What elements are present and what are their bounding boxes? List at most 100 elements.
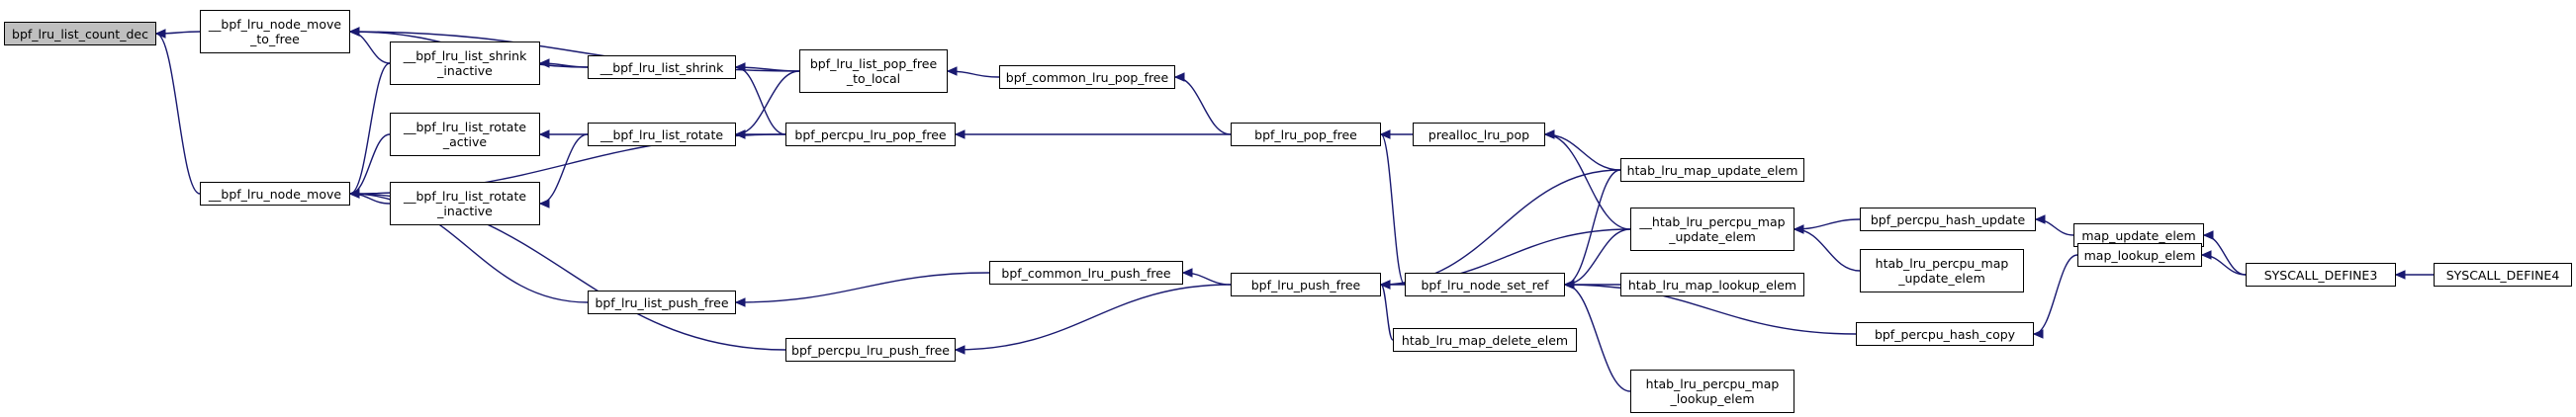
call-edge xyxy=(1380,284,1394,341)
graph-node-map-lookup[interactable]: map_lookup_elem xyxy=(2077,243,2202,267)
graph-node-pop-free[interactable]: bpf_lru_pop_free xyxy=(1231,123,1381,146)
node-label-line: __bpf_lru_list_shrink xyxy=(403,48,527,63)
graph-node-percpu-update2[interactable]: htab_lru_percpu_map_update_elem xyxy=(1860,249,2024,292)
arrowhead xyxy=(1181,268,1193,278)
graph-node-hash-update[interactable]: bpf_percpu_hash_update xyxy=(1860,208,2036,231)
node-label-line: bpf_lru_list_pop_free xyxy=(809,56,938,71)
node-label-line: bpf_percpu_hash_update xyxy=(1870,211,2026,227)
arrowhead xyxy=(2032,329,2044,339)
graph-node-htab-update[interactable]: htab_lru_map_update_elem xyxy=(1620,158,1804,182)
call-edge xyxy=(349,193,589,303)
graph-node-shrink-inactive[interactable]: __bpf_lru_list_shrink_inactive xyxy=(390,42,540,85)
arrowhead xyxy=(1793,224,1804,234)
node-label-line: map_update_elem xyxy=(2081,227,2196,243)
arrowhead xyxy=(954,345,966,355)
graph-node-list-rotate[interactable]: __bpf_lru_list_rotate xyxy=(588,123,736,146)
graph-node-htab-percpu-update[interactable]: __htab_lru_percpu_map_update_elem xyxy=(1630,208,1794,251)
arrowhead xyxy=(538,199,550,208)
arrowhead xyxy=(538,129,550,139)
node-label-line: _lookup_elem xyxy=(1670,391,1755,406)
node-label-line: _to_local xyxy=(846,71,901,86)
graph-node-rotate-active[interactable]: __bpf_lru_list_rotate_active xyxy=(390,113,540,156)
node-label-line: htab_lru_percpu_map xyxy=(1645,376,1780,391)
arrowhead xyxy=(1379,280,1391,290)
graph-node-percpu-lookup[interactable]: htab_lru_percpu_map_lookup_elem xyxy=(1630,370,1794,413)
node-label-line: __bpf_lru_list_shrink xyxy=(599,59,724,75)
graph-node-pop-free-local[interactable]: bpf_lru_list_pop_free_to_local xyxy=(799,49,948,93)
node-label-line: __bpf_lru_node_move xyxy=(208,186,342,202)
arrowhead xyxy=(2202,230,2214,240)
node-label-line: __bpf_lru_list_rotate xyxy=(599,126,724,142)
call-edge xyxy=(349,31,391,64)
call-edge xyxy=(1794,218,1861,230)
graph-node-node-set-ref[interactable]: bpf_lru_node_set_ref xyxy=(1405,273,1565,296)
call-edge xyxy=(1794,228,1861,272)
call-edge xyxy=(735,66,786,135)
call-edge xyxy=(1544,133,1631,230)
arrowhead xyxy=(348,189,360,199)
node-label-line: SYSCALL_DEFINE3 xyxy=(2263,267,2378,283)
graph-node-list-push-free[interactable]: bpf_lru_list_push_free xyxy=(588,291,736,314)
node-label-line: bpf_lru_list_count_dec xyxy=(12,26,148,42)
graph-node-list-shrink[interactable]: __bpf_lru_list_shrink xyxy=(588,55,736,79)
arrowhead xyxy=(2034,214,2046,224)
graph-node-percpu-push-free[interactable]: bpf_percpu_lru_push_free xyxy=(785,338,956,362)
graph-node-node-move-to-free[interactable]: __bpf_lru_node_move_to_free xyxy=(200,10,350,53)
call-edge xyxy=(735,272,990,303)
arrowhead xyxy=(734,62,746,72)
node-label-line: _to_free xyxy=(250,32,300,46)
call-edge xyxy=(349,133,391,195)
graph-node-htab-lookup[interactable]: htab_lru_map_lookup_elem xyxy=(1620,273,1804,296)
node-label-line: _active xyxy=(442,134,488,149)
node-label-line: bpf_percpu_hash_copy xyxy=(1874,326,2016,342)
call-edge xyxy=(2033,254,2078,335)
arrowhead xyxy=(1379,129,1391,139)
arrowhead xyxy=(1173,72,1185,82)
node-label-line: __htab_lru_percpu_map xyxy=(1639,214,1786,229)
node-label-line: _update_elem xyxy=(1669,229,1756,244)
node-label-line: bpf_common_lru_pop_free xyxy=(1005,69,1169,85)
graph-node-common-push-free[interactable]: bpf_common_lru_push_free xyxy=(989,261,1183,285)
arrowhead xyxy=(734,129,746,139)
graph-node-node-move[interactable]: __bpf_lru_node_move xyxy=(200,182,350,206)
graph-node-define4[interactable]: SYSCALL_DEFINE4 xyxy=(2434,263,2572,287)
call-edge xyxy=(1564,169,1621,286)
graph-node-delete-elem[interactable]: htab_lru_map_delete_elem xyxy=(1393,328,1577,352)
node-label-line: bpf_percpu_lru_push_free xyxy=(791,342,950,358)
call-edge xyxy=(349,62,391,195)
node-label-line: bpf_lru_list_push_free xyxy=(595,294,729,310)
graph-node-count-dec[interactable]: bpf_lru_list_count_dec xyxy=(4,22,156,45)
arrowhead xyxy=(2394,270,2406,280)
node-label-line: bpf_lru_node_set_ref xyxy=(1421,277,1549,292)
node-label-line: _inactive xyxy=(437,63,493,78)
node-label-line: htab_lru_map_lookup_elem xyxy=(1627,277,1797,292)
graph-node-push-free[interactable]: bpf_lru_push_free xyxy=(1231,273,1381,296)
graph-node-prealloc-pop[interactable]: prealloc_lru_pop xyxy=(1413,123,1545,146)
node-label-line: __bpf_lru_node_move xyxy=(208,17,342,32)
graph-node-hash-copy[interactable]: bpf_percpu_hash_copy xyxy=(1856,322,2034,346)
arrowhead xyxy=(348,27,360,37)
arrowhead xyxy=(1543,129,1555,139)
call-edge xyxy=(955,284,1232,351)
graph-node-percpu-pop-free[interactable]: bpf_percpu_lru_pop_free xyxy=(785,123,956,146)
node-label-line: htab_lru_percpu_map xyxy=(1875,256,2009,271)
graph-node-rotate-inactive[interactable]: __bpf_lru_list_rotate_inactive xyxy=(390,182,540,225)
graph-node-common-pop-free[interactable]: bpf_common_lru_pop_free xyxy=(999,65,1175,89)
node-label-line: map_lookup_elem xyxy=(2083,247,2196,263)
node-label-line: __bpf_lru_list_rotate xyxy=(403,120,527,134)
graph-node-define3[interactable]: SYSCALL_DEFINE3 xyxy=(2246,263,2396,287)
arrowhead xyxy=(954,129,966,139)
node-label-line: _inactive xyxy=(437,204,493,218)
node-label-line: SYSCALL_DEFINE4 xyxy=(2445,267,2560,283)
arrowhead xyxy=(734,297,746,307)
node-label-line: htab_lru_map_delete_elem xyxy=(1401,332,1569,348)
arrowhead xyxy=(1563,280,1575,290)
node-label-line: bpf_percpu_lru_pop_free xyxy=(794,126,947,142)
arrowhead xyxy=(538,58,550,68)
node-label-line: htab_lru_map_update_elem xyxy=(1626,162,1798,178)
arrowhead xyxy=(154,29,166,39)
call-edge xyxy=(1564,284,1857,335)
arrowhead xyxy=(946,66,958,76)
